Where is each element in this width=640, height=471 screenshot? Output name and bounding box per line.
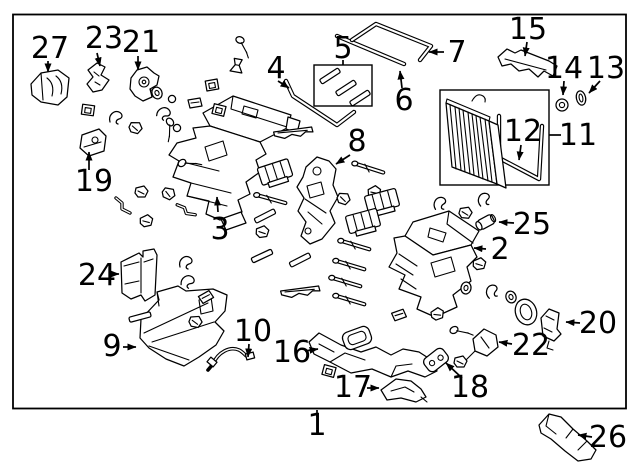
part-4-drawing[interactable] — [283, 78, 357, 128]
callout-label-17[interactable]: 17 — [334, 370, 372, 405]
group-box-5 — [313, 64, 373, 107]
leader-8 — [335, 154, 351, 165]
callout-label-8[interactable]: 8 — [347, 124, 366, 159]
callout-labels: 1 2 3 4 5 6 7 8 9 10 11 12 13 14 15 16 1… — [31, 12, 627, 455]
leader-23 — [94, 52, 102, 67]
part-5-drawing[interactable] — [318, 67, 372, 107]
part-23-drawing[interactable] — [86, 62, 110, 93]
callout-label-10[interactable]: 10 — [234, 314, 272, 349]
part-10-drawing[interactable] — [206, 347, 256, 372]
callout-label-6[interactable]: 6 — [394, 83, 413, 118]
leader-15 — [522, 41, 530, 57]
part-6-drawing[interactable] — [334, 33, 407, 67]
part-27-drawing[interactable] — [30, 69, 70, 106]
callout-label-18[interactable]: 18 — [451, 370, 489, 405]
group-box-11 — [439, 89, 550, 186]
part-2-drawing[interactable] — [388, 210, 480, 318]
leader-6 — [397, 70, 405, 89]
leader-20 — [565, 319, 581, 327]
callout-label-4[interactable]: 4 — [266, 51, 285, 86]
callout-leaders — [44, 41, 601, 440]
part-21-drawing[interactable] — [129, 66, 160, 102]
leader-26 — [577, 432, 593, 440]
part-24-drawing[interactable] — [120, 248, 158, 302]
callout-label-13[interactable]: 13 — [587, 51, 625, 86]
diagram-frame-border — [12, 13, 627, 410]
callout-label-15[interactable]: 15 — [509, 12, 547, 47]
callout-label-2[interactable]: 2 — [490, 232, 509, 267]
part-13-drawing[interactable] — [575, 90, 587, 106]
heater-core-drawing[interactable] — [445, 94, 507, 189]
leader-18 — [445, 362, 463, 379]
part-22-drawing[interactable] — [453, 328, 499, 368]
leader-2 — [473, 245, 487, 253]
callout-label-5[interactable]: 5 — [333, 31, 352, 66]
callout-label-24[interactable]: 24 — [78, 258, 116, 293]
leader-10 — [245, 343, 253, 358]
part-25-drawing[interactable] — [474, 213, 497, 231]
leader-22 — [498, 339, 513, 347]
leader-25 — [498, 219, 515, 227]
unlabeled-small-parts — [80, 34, 538, 379]
callout-label-16[interactable]: 16 — [273, 335, 311, 370]
part-18-drawing[interactable] — [422, 346, 451, 373]
part-7-drawing[interactable] — [349, 21, 434, 63]
callout-label-7[interactable]: 7 — [447, 35, 466, 70]
part-14-drawing[interactable] — [555, 98, 569, 112]
part-3-drawing[interactable] — [168, 95, 301, 231]
leader-16 — [304, 346, 319, 354]
callout-label-9[interactable]: 9 — [102, 329, 121, 364]
callout-label-27[interactable]: 27 — [31, 31, 69, 66]
callout-label-12[interactable]: 12 — [504, 114, 542, 149]
leader-14 — [560, 80, 568, 96]
leader-12 — [516, 144, 524, 161]
callout-label-26[interactable]: 26 — [589, 420, 627, 455]
leader-3 — [214, 196, 222, 213]
callout-label-14[interactable]: 14 — [545, 51, 583, 86]
callout-label-21[interactable]: 21 — [122, 25, 160, 60]
leader-13 — [588, 80, 601, 94]
part-26-drawing[interactable] — [538, 413, 597, 462]
leader-4 — [277, 80, 290, 89]
callout-label-20[interactable]: 20 — [579, 306, 617, 341]
callout-label-23[interactable]: 23 — [85, 21, 123, 56]
part-17-drawing[interactable] — [380, 378, 428, 403]
callout-label-11[interactable]: 11 — [559, 118, 597, 153]
callout-label-1[interactable]: 1 — [307, 408, 326, 443]
callout-label-25[interactable]: 25 — [513, 207, 551, 242]
callout-label-3[interactable]: 3 — [210, 212, 229, 247]
part-20-drawing[interactable] — [540, 308, 562, 351]
callout-label-19[interactable]: 19 — [75, 164, 113, 199]
part-15-drawing[interactable] — [497, 48, 558, 78]
part-8-drawing[interactable] — [296, 156, 339, 245]
part-9-drawing[interactable] — [139, 285, 228, 367]
part-19-drawing[interactable] — [79, 128, 107, 157]
callout-label-22[interactable]: 22 — [512, 328, 550, 363]
